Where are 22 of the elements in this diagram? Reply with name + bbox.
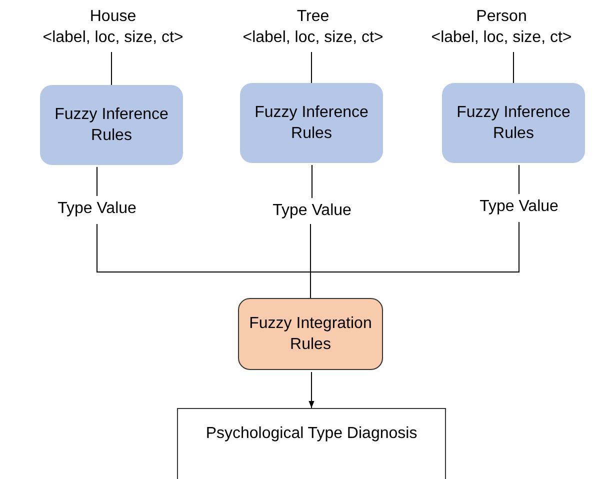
node-label: Tree <box>296 7 330 27</box>
node-label: Type Value <box>480 196 558 216</box>
connector <box>518 164 520 194</box>
node-label: Type Value <box>58 198 136 218</box>
box-label: Fuzzy Inference Rules <box>254 103 370 144</box>
node-label: <label, loc, size, ct> <box>242 28 384 48</box>
box-label: Fuzzy Integration Rules <box>248 314 373 355</box>
connector <box>96 166 98 196</box>
result-box <box>177 408 446 479</box>
connector <box>310 222 520 298</box>
box-label: Psychological Type Diagnosis <box>206 424 418 444</box>
box-label: Fuzzy Inference Rules <box>456 103 572 144</box>
box-label: Fuzzy Inference Rules <box>54 105 170 146</box>
connector <box>308 372 314 408</box>
node-label: Type Value <box>272 200 352 220</box>
connector <box>311 52 312 84</box>
node-label: Person <box>476 7 527 27</box>
node-label: House <box>90 7 136 27</box>
node-label: <label, loc, size, ct> <box>431 28 572 48</box>
connector <box>111 52 112 86</box>
connector <box>513 52 514 84</box>
node-label: <label, loc, size, ct> <box>42 28 184 48</box>
